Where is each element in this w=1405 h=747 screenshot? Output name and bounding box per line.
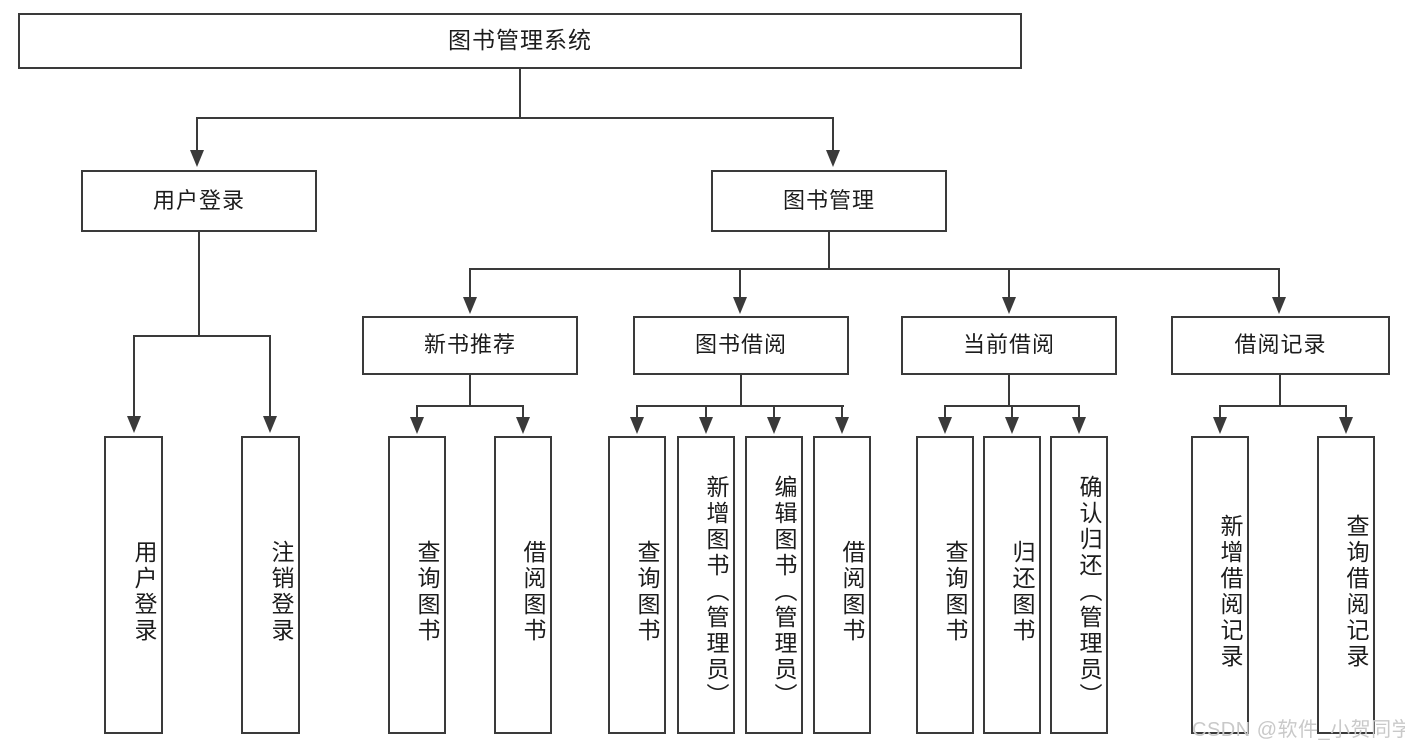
connector-user-login-stem bbox=[198, 232, 200, 336]
node-new-book-recommend[interactable]: 新书推荐 bbox=[362, 316, 578, 375]
leaf-book-borrow-query[interactable]: 查询图书 bbox=[608, 436, 666, 734]
connector-book-borrow-bus bbox=[636, 405, 844, 407]
leaf-user-login-login[interactable]: 用户登录 bbox=[104, 436, 163, 734]
node-borrow-record[interactable]: 借阅记录 bbox=[1171, 316, 1390, 375]
connector-root-bus bbox=[196, 117, 834, 119]
leaf-current-borrow-query[interactable]: 查询图书 bbox=[916, 436, 974, 734]
csdn-watermark: CSDN @软件_小贺同学 bbox=[1192, 719, 1405, 741]
connector-user-login-leaf2 bbox=[269, 335, 271, 417]
connector-book-borrow-leaf1 bbox=[636, 405, 638, 418]
arrow-borrow-record-leaf1 bbox=[1213, 417, 1227, 434]
connector-book-borrow-leaf2 bbox=[705, 405, 707, 418]
connector-book-borrow-leaf4 bbox=[841, 405, 843, 418]
connector-borrow-record-leaf2 bbox=[1345, 405, 1347, 418]
arrow-book-manage-to-current-borrow bbox=[1002, 297, 1016, 314]
arrow-book-manage-to-book-borrow bbox=[733, 297, 747, 314]
leaf-book-borrow-edit[interactable]: 编辑图书（管理员） bbox=[745, 436, 803, 734]
leaf-borrow-record-add[interactable]: 新增借阅记录 bbox=[1191, 436, 1249, 734]
arrow-new-book-leaf2 bbox=[516, 417, 530, 434]
connector-root-stem bbox=[519, 69, 521, 118]
connector-book-manage-to-borrow-record bbox=[1278, 268, 1280, 298]
node-book-borrow[interactable]: 图书借阅 bbox=[633, 316, 849, 375]
connector-borrow-record-stem bbox=[1279, 375, 1281, 406]
connector-book-manage-stem bbox=[828, 232, 830, 269]
arrow-current-borrow-leaf2 bbox=[1005, 417, 1019, 434]
connector-new-book-stem bbox=[469, 375, 471, 406]
connector-borrow-record-bus bbox=[1219, 405, 1347, 407]
connector-new-book-leaf1 bbox=[416, 405, 418, 418]
connector-book-borrow-leaf3 bbox=[773, 405, 775, 418]
arrow-book-manage-to-borrow-record bbox=[1272, 297, 1286, 314]
leaf-book-borrow-add[interactable]: 新增图书（管理员） bbox=[677, 436, 735, 734]
connector-book-manage-bus bbox=[469, 268, 1280, 270]
connector-borrow-record-leaf1 bbox=[1219, 405, 1221, 418]
arrow-new-book-leaf1 bbox=[410, 417, 424, 434]
leaf-new-book-borrow[interactable]: 借阅图书 bbox=[494, 436, 552, 734]
arrow-root-to-user-login bbox=[190, 150, 204, 167]
arrow-book-borrow-leaf1 bbox=[630, 417, 644, 434]
connector-new-book-leaf2 bbox=[522, 405, 524, 418]
connector-current-borrow-leaf1 bbox=[944, 405, 946, 418]
leaf-new-book-query[interactable]: 查询图书 bbox=[388, 436, 446, 734]
connector-root-to-book-manage bbox=[832, 117, 834, 152]
leaf-book-borrow-borrow[interactable]: 借阅图书 bbox=[813, 436, 871, 734]
node-root-system[interactable]: 图书管理系统 bbox=[18, 13, 1022, 69]
arrow-user-login-leaf2 bbox=[263, 416, 277, 433]
connector-user-login-leaf1 bbox=[133, 335, 135, 417]
connector-root-to-user-login bbox=[196, 117, 198, 152]
node-book-management[interactable]: 图书管理 bbox=[711, 170, 947, 232]
leaf-borrow-record-query[interactable]: 查询借阅记录 bbox=[1317, 436, 1375, 734]
connector-new-book-bus bbox=[416, 405, 524, 407]
connector-book-borrow-stem bbox=[740, 375, 742, 406]
arrow-current-borrow-leaf1 bbox=[938, 417, 952, 434]
arrow-borrow-record-leaf2 bbox=[1339, 417, 1353, 434]
arrow-book-borrow-leaf3 bbox=[767, 417, 781, 434]
arrow-book-borrow-leaf4 bbox=[835, 417, 849, 434]
leaf-user-login-logout[interactable]: 注销登录 bbox=[241, 436, 300, 734]
connector-user-login-bus bbox=[133, 335, 269, 337]
connector-book-manage-to-current-borrow bbox=[1008, 268, 1010, 298]
arrow-user-login-leaf1 bbox=[127, 416, 141, 433]
connector-book-manage-to-new-book bbox=[469, 268, 471, 298]
connector-current-borrow-leaf3 bbox=[1078, 405, 1080, 418]
arrow-root-to-book-manage bbox=[826, 150, 840, 167]
connector-current-borrow-leaf2 bbox=[1011, 405, 1013, 418]
node-current-borrow[interactable]: 当前借阅 bbox=[901, 316, 1117, 375]
connector-current-borrow-stem bbox=[1008, 375, 1010, 406]
arrow-book-borrow-leaf2 bbox=[699, 417, 713, 434]
arrow-current-borrow-leaf3 bbox=[1072, 417, 1086, 434]
connector-book-manage-to-book-borrow bbox=[739, 268, 741, 298]
leaf-current-borrow-confirm-return[interactable]: 确认归还（管理员） bbox=[1050, 436, 1108, 734]
arrow-book-manage-to-new-book bbox=[463, 297, 477, 314]
node-user-login[interactable]: 用户登录 bbox=[81, 170, 317, 232]
leaf-current-borrow-return[interactable]: 归还图书 bbox=[983, 436, 1041, 734]
